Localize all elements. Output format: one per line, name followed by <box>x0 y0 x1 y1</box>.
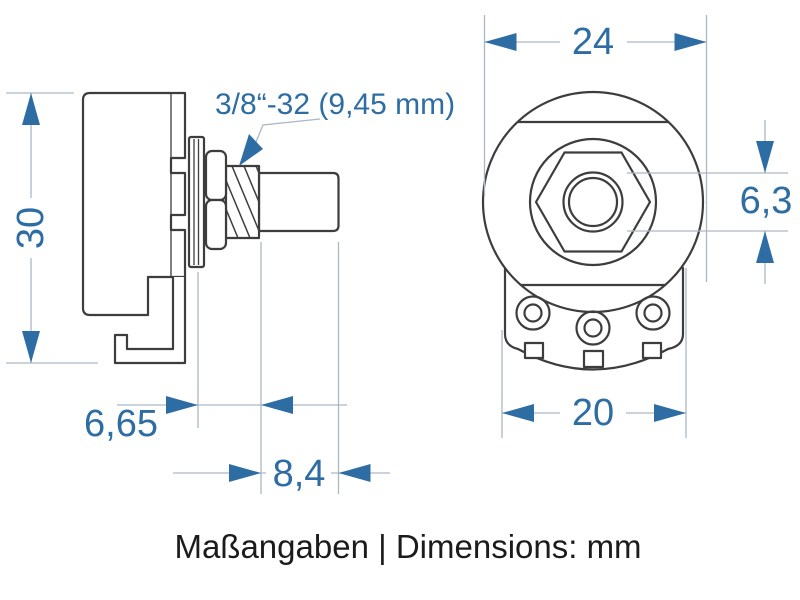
hatch-line <box>226 178 251 238</box>
front-view <box>481 90 705 371</box>
eyelet-center-inner <box>583 318 603 338</box>
body-circle <box>481 90 705 314</box>
dim-value-6-65: 6,65 <box>84 403 158 445</box>
threaded-bushing <box>224 164 261 240</box>
arrow-right-icon <box>654 404 686 422</box>
arrow-right-icon <box>166 396 198 414</box>
dim-bushing-length: 6,65 <box>84 242 347 494</box>
dim-value-6-3: 6,3 <box>740 180 793 222</box>
dim-value-20: 20 <box>572 392 614 434</box>
leader-arrow-icon <box>239 134 263 166</box>
thread-callout: 3/8“-32 (9,45 mm) <box>215 88 455 166</box>
arrow-up-icon <box>756 231 774 263</box>
eyelet-left-outer <box>515 295 551 331</box>
thread-hatching <box>226 166 259 238</box>
dim-shaft-diameter: 6,3 <box>627 120 792 284</box>
dim-body-diameter: 24 <box>483 15 708 282</box>
terminal-tip-left <box>523 341 545 360</box>
eyelet-left-inner <box>523 303 543 323</box>
shaft-chamfer-circle <box>567 176 619 228</box>
shaft-side <box>257 171 340 233</box>
body-side <box>81 91 187 317</box>
dim-overall-depth: 30 <box>6 92 98 364</box>
dim-terminal-plate-width: 20 <box>501 268 687 438</box>
mounting-flange <box>187 135 206 269</box>
arrow-down-icon <box>22 331 40 363</box>
arrow-left-icon <box>502 404 534 422</box>
side-view <box>81 91 340 365</box>
leader-line <box>255 118 321 143</box>
terminal-tip-right <box>641 341 663 360</box>
hatch-line <box>243 166 259 204</box>
arrow-right-icon <box>229 464 261 482</box>
terminal-tip-center <box>582 349 605 369</box>
eyelet-right-inner <box>643 303 663 323</box>
arrow-left-icon <box>338 464 371 482</box>
dim-value-24: 24 <box>572 21 614 63</box>
dim-value-30: 30 <box>10 207 52 249</box>
arrow-up-icon <box>22 93 40 125</box>
hatch-line <box>226 207 239 238</box>
terminal-lug-side <box>113 275 187 365</box>
drawing-caption: Maßangaben | Dimensions: mm <box>174 528 641 565</box>
thread-spec-label: 3/8“-32 (9,45 mm) <box>215 88 455 121</box>
nut-facet-top <box>204 149 228 202</box>
arrow-left-icon <box>261 396 293 414</box>
shaft-circle <box>562 171 624 233</box>
arrow-down-icon <box>756 141 774 173</box>
nut-facet-bottom <box>204 198 228 251</box>
eyelet-center-outer <box>575 310 611 346</box>
hatch-line <box>231 166 259 233</box>
eyelet-right-outer <box>635 295 671 331</box>
arrow-left-icon <box>484 33 517 51</box>
flange-ring <box>528 137 658 267</box>
dim-value-8-4: 8,4 <box>273 453 326 495</box>
arrow-right-icon <box>674 33 707 51</box>
dim-shaft-length: 8,4 <box>173 242 390 495</box>
